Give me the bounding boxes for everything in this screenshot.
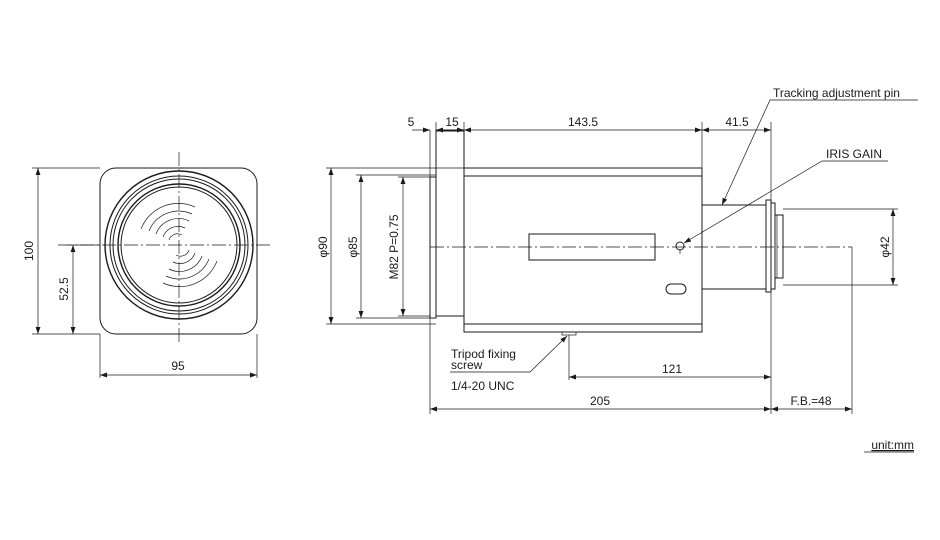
label-tracking-pin: Tracking adjustment pin bbox=[773, 86, 900, 100]
front-lens-reflection bbox=[140, 203, 218, 287]
dim-text-205: 205 bbox=[590, 394, 610, 408]
leader-tripod bbox=[450, 335, 568, 373]
dim-text-phi90: φ90 bbox=[316, 236, 330, 257]
dim-text-143-5: 143.5 bbox=[568, 115, 598, 129]
side-view: 5 15 143.5 41.5 φ90 φ85 M82 P=0.75 φ42 bbox=[316, 86, 918, 414]
label-iris-gain: IRIS GAIN bbox=[826, 147, 882, 161]
leader-iris-gain bbox=[683, 160, 888, 244]
dim-text-15: 15 bbox=[445, 115, 459, 129]
dim-text-52-5: 52.5 bbox=[57, 277, 71, 301]
dim-text-fb: F.B.=48 bbox=[790, 394, 831, 408]
mount-flange bbox=[765, 199, 772, 293]
label-tripod-line1: Tripod fixing bbox=[451, 347, 516, 361]
dim-text-phi42: φ42 bbox=[878, 236, 892, 257]
label-tripod-spec: 1/4-20 UNC bbox=[451, 379, 515, 393]
connector-slot bbox=[665, 283, 687, 295]
front-flange bbox=[429, 176, 437, 319]
dim-text-phi85: φ85 bbox=[346, 236, 360, 257]
dim-text-121: 121 bbox=[662, 362, 682, 376]
dim-text-41-5: 41.5 bbox=[725, 115, 749, 129]
dim-text-100: 100 bbox=[22, 241, 36, 261]
iris-gain-pot bbox=[675, 241, 685, 251]
dim-text-5: 5 bbox=[408, 115, 415, 129]
unit-label: unit:mm bbox=[871, 438, 914, 452]
dim-text-95: 95 bbox=[171, 359, 185, 373]
leader-tracking-pin bbox=[721, 99, 918, 206]
label-tripod-line2: screw bbox=[451, 358, 483, 372]
dim-text-m82: M82 P=0.75 bbox=[387, 214, 401, 279]
front-body-outline bbox=[99, 167, 258, 335]
front-view: 100 52.5 95 bbox=[22, 152, 272, 378]
c-mount bbox=[774, 214, 784, 279]
lens-body bbox=[463, 167, 703, 333]
